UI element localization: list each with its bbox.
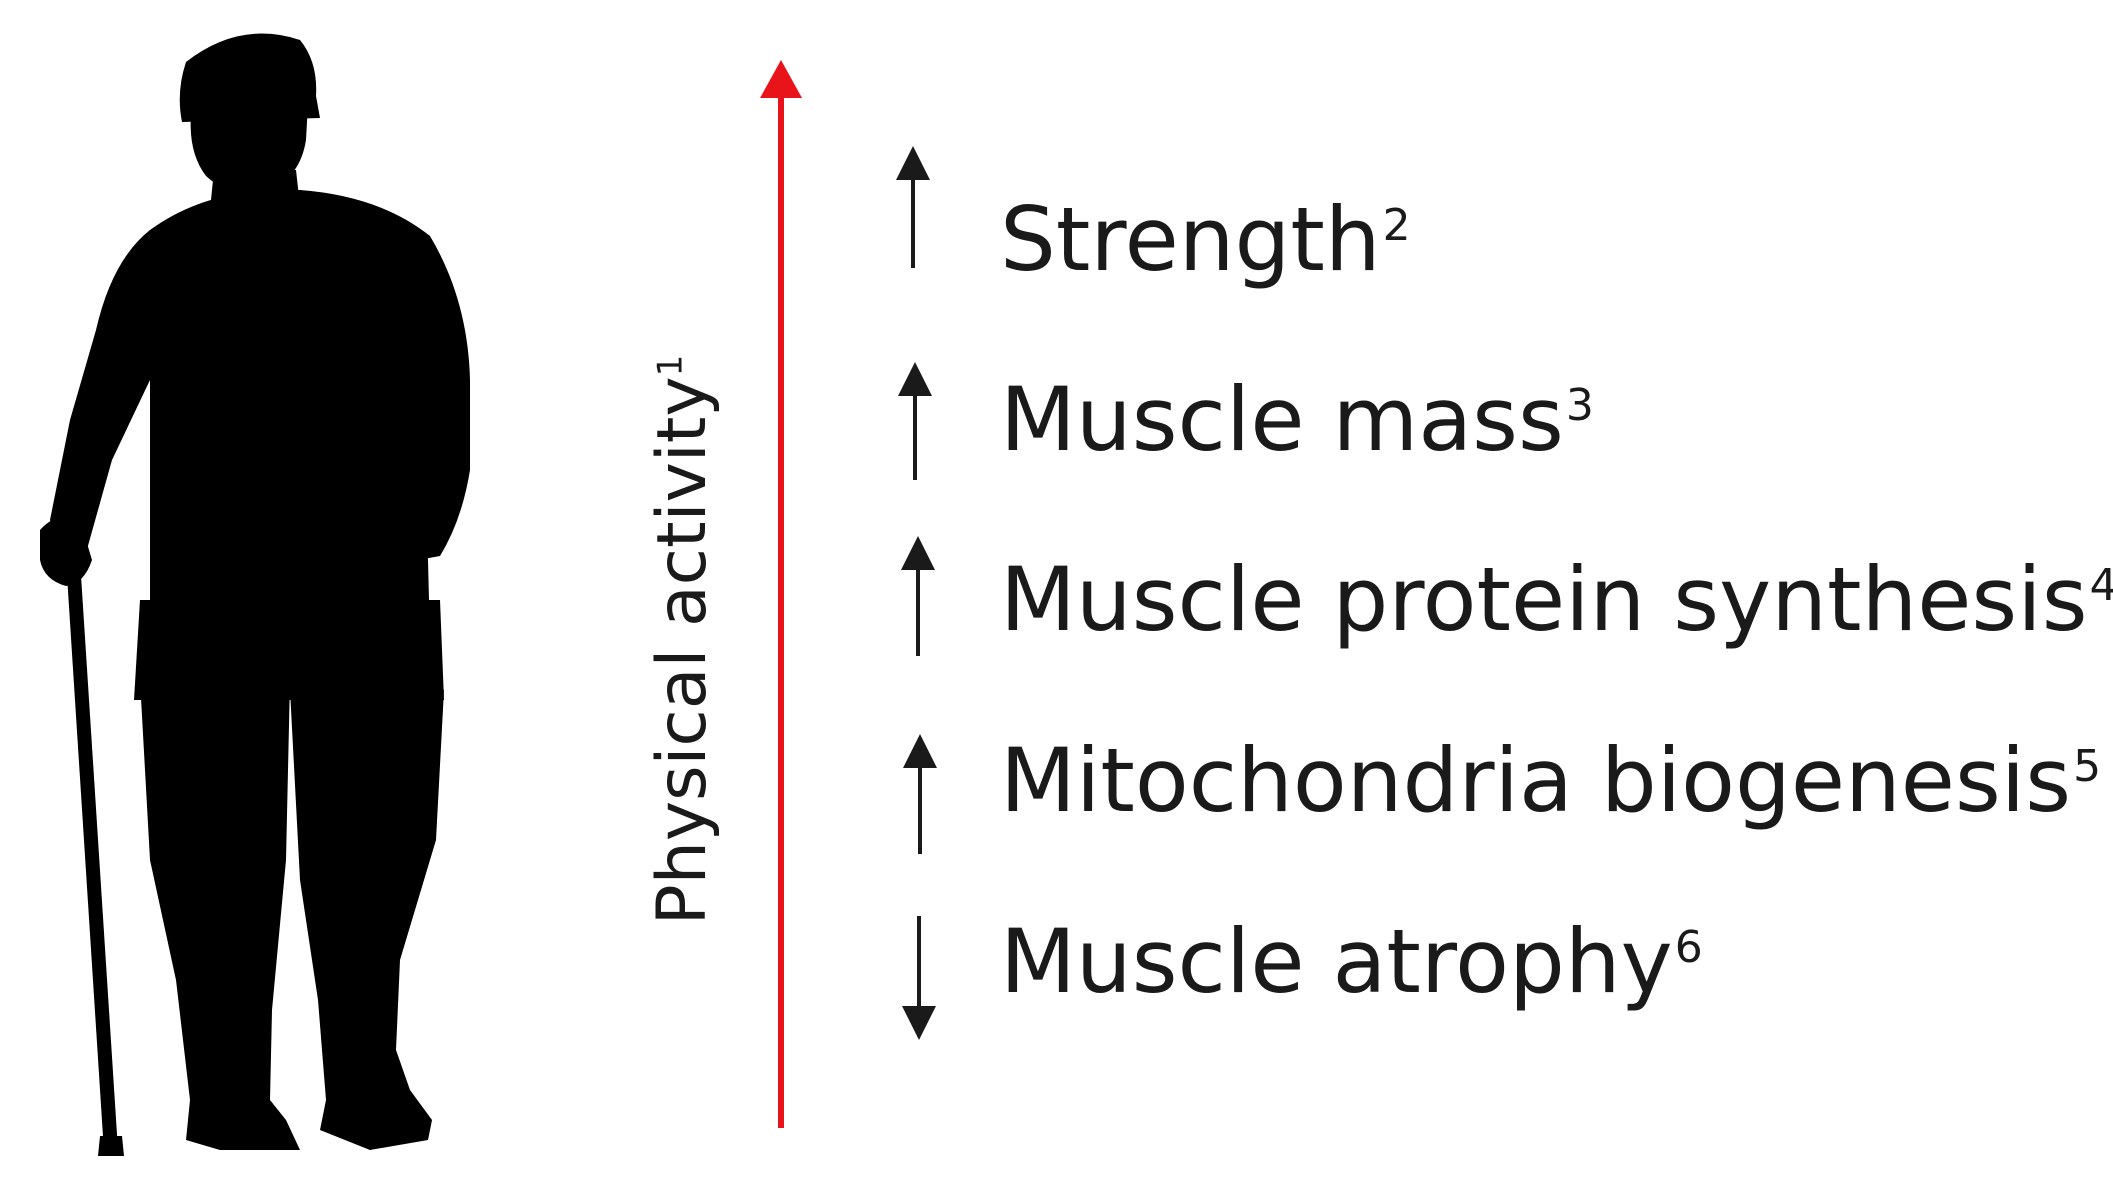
- effect-muscle-protein-synthesis: Muscle protein synthesis4: [1000, 556, 2113, 644]
- effect-label: Muscle protein synthesis: [1000, 548, 2088, 651]
- strength-up-arrow-icon: [896, 146, 930, 268]
- muscle-protein-synthesis-up-arrow-icon: [901, 536, 935, 656]
- effect-muscle-atrophy: Muscle atrophy6: [1000, 918, 1703, 1006]
- axis-label-text: Physical activity: [643, 376, 722, 926]
- axis-label-ref: 1: [650, 354, 691, 377]
- physical-activity-axis-arrow: [760, 60, 802, 1128]
- muscle-atrophy-down-arrow-icon: [902, 916, 936, 1040]
- muscle-mass-up-arrow-icon: [898, 362, 932, 480]
- effect-ref: 3: [1565, 379, 1594, 431]
- effect-label: Strength: [1000, 188, 1381, 291]
- effect-ref: 6: [1674, 921, 1703, 973]
- effect-mitochondria-biogenesis: Mitochondria biogenesis5: [1000, 737, 2101, 825]
- effect-strength: Strength2: [1000, 196, 1411, 284]
- physical-activity-label: Physical activity1: [643, 354, 722, 926]
- effect-ref: 2: [1382, 199, 1411, 251]
- effect-muscle-mass: Muscle mass3: [1000, 376, 1594, 464]
- effect-ref: 5: [2073, 740, 2102, 792]
- effect-label: Muscle mass: [1000, 368, 1564, 471]
- elderly-man-with-cane-icon: [40, 33, 470, 1156]
- effect-label: Mitochondria biogenesis: [1000, 729, 2072, 832]
- mitochondria-biogenesis-up-arrow-icon: [903, 734, 937, 854]
- effect-label: Muscle atrophy: [1000, 910, 1673, 1013]
- effect-ref: 4: [2089, 559, 2113, 611]
